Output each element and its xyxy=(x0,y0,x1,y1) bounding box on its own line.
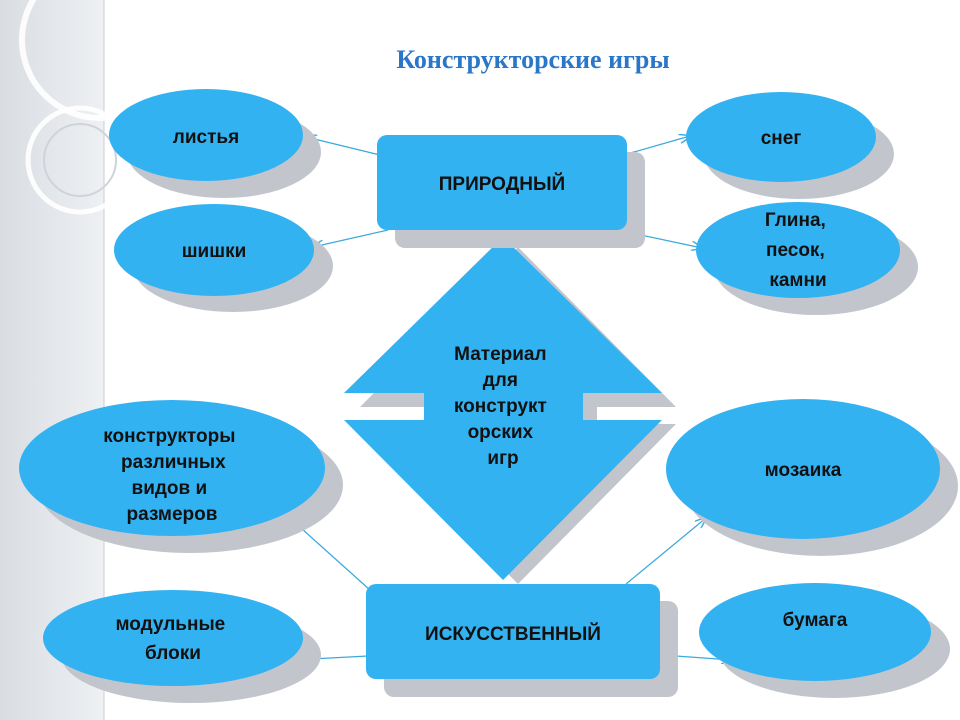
node-paper: бумага xyxy=(699,583,950,698)
arrow-to-leaves xyxy=(306,137,381,156)
constructors-label: конструкторы различных видов и размеров xyxy=(103,426,240,525)
arrow-to-snow xyxy=(626,136,690,155)
node-modules: модульные блоки xyxy=(43,590,321,703)
snow-label: снег xyxy=(761,128,802,149)
sidebar-decoration xyxy=(0,0,181,720)
leaves-label: листья xyxy=(173,127,239,148)
node-leaves: листья xyxy=(109,89,321,198)
node-constructors: конструкторы различных видов и размеров xyxy=(19,400,343,553)
modules-label: модульные блоки xyxy=(115,614,230,664)
center-diamond: Материал для конструкт орских игр xyxy=(344,237,676,584)
arrow-to-cones xyxy=(313,229,389,247)
page-title: Конструкторские игры xyxy=(396,45,669,74)
artificial-box: ИСКУССТВЕННЫЙ xyxy=(366,584,678,697)
center-label: Материал для конструкт орских игр xyxy=(454,344,552,469)
node-cones: шишки xyxy=(114,204,333,312)
natural-label: ПРИРОДНЫЙ xyxy=(439,173,565,195)
artificial-label: ИСКУССТВЕННЫЙ xyxy=(425,623,601,645)
node-snow: снег xyxy=(686,92,894,199)
cones-label: шишки xyxy=(182,241,247,262)
node-mosaic: мозаика xyxy=(666,399,958,556)
clay-label: Глина, песок, камни xyxy=(765,210,831,291)
arrow-to-constructors xyxy=(292,520,371,591)
natural-box: ПРИРОДНЫЙ xyxy=(377,135,645,248)
mosaic-label: мозаика xyxy=(765,460,842,481)
paper-label: бумага xyxy=(783,610,848,631)
node-clay: Глина, песок, камни xyxy=(696,202,918,315)
arrow-to-mosaic xyxy=(625,518,706,585)
